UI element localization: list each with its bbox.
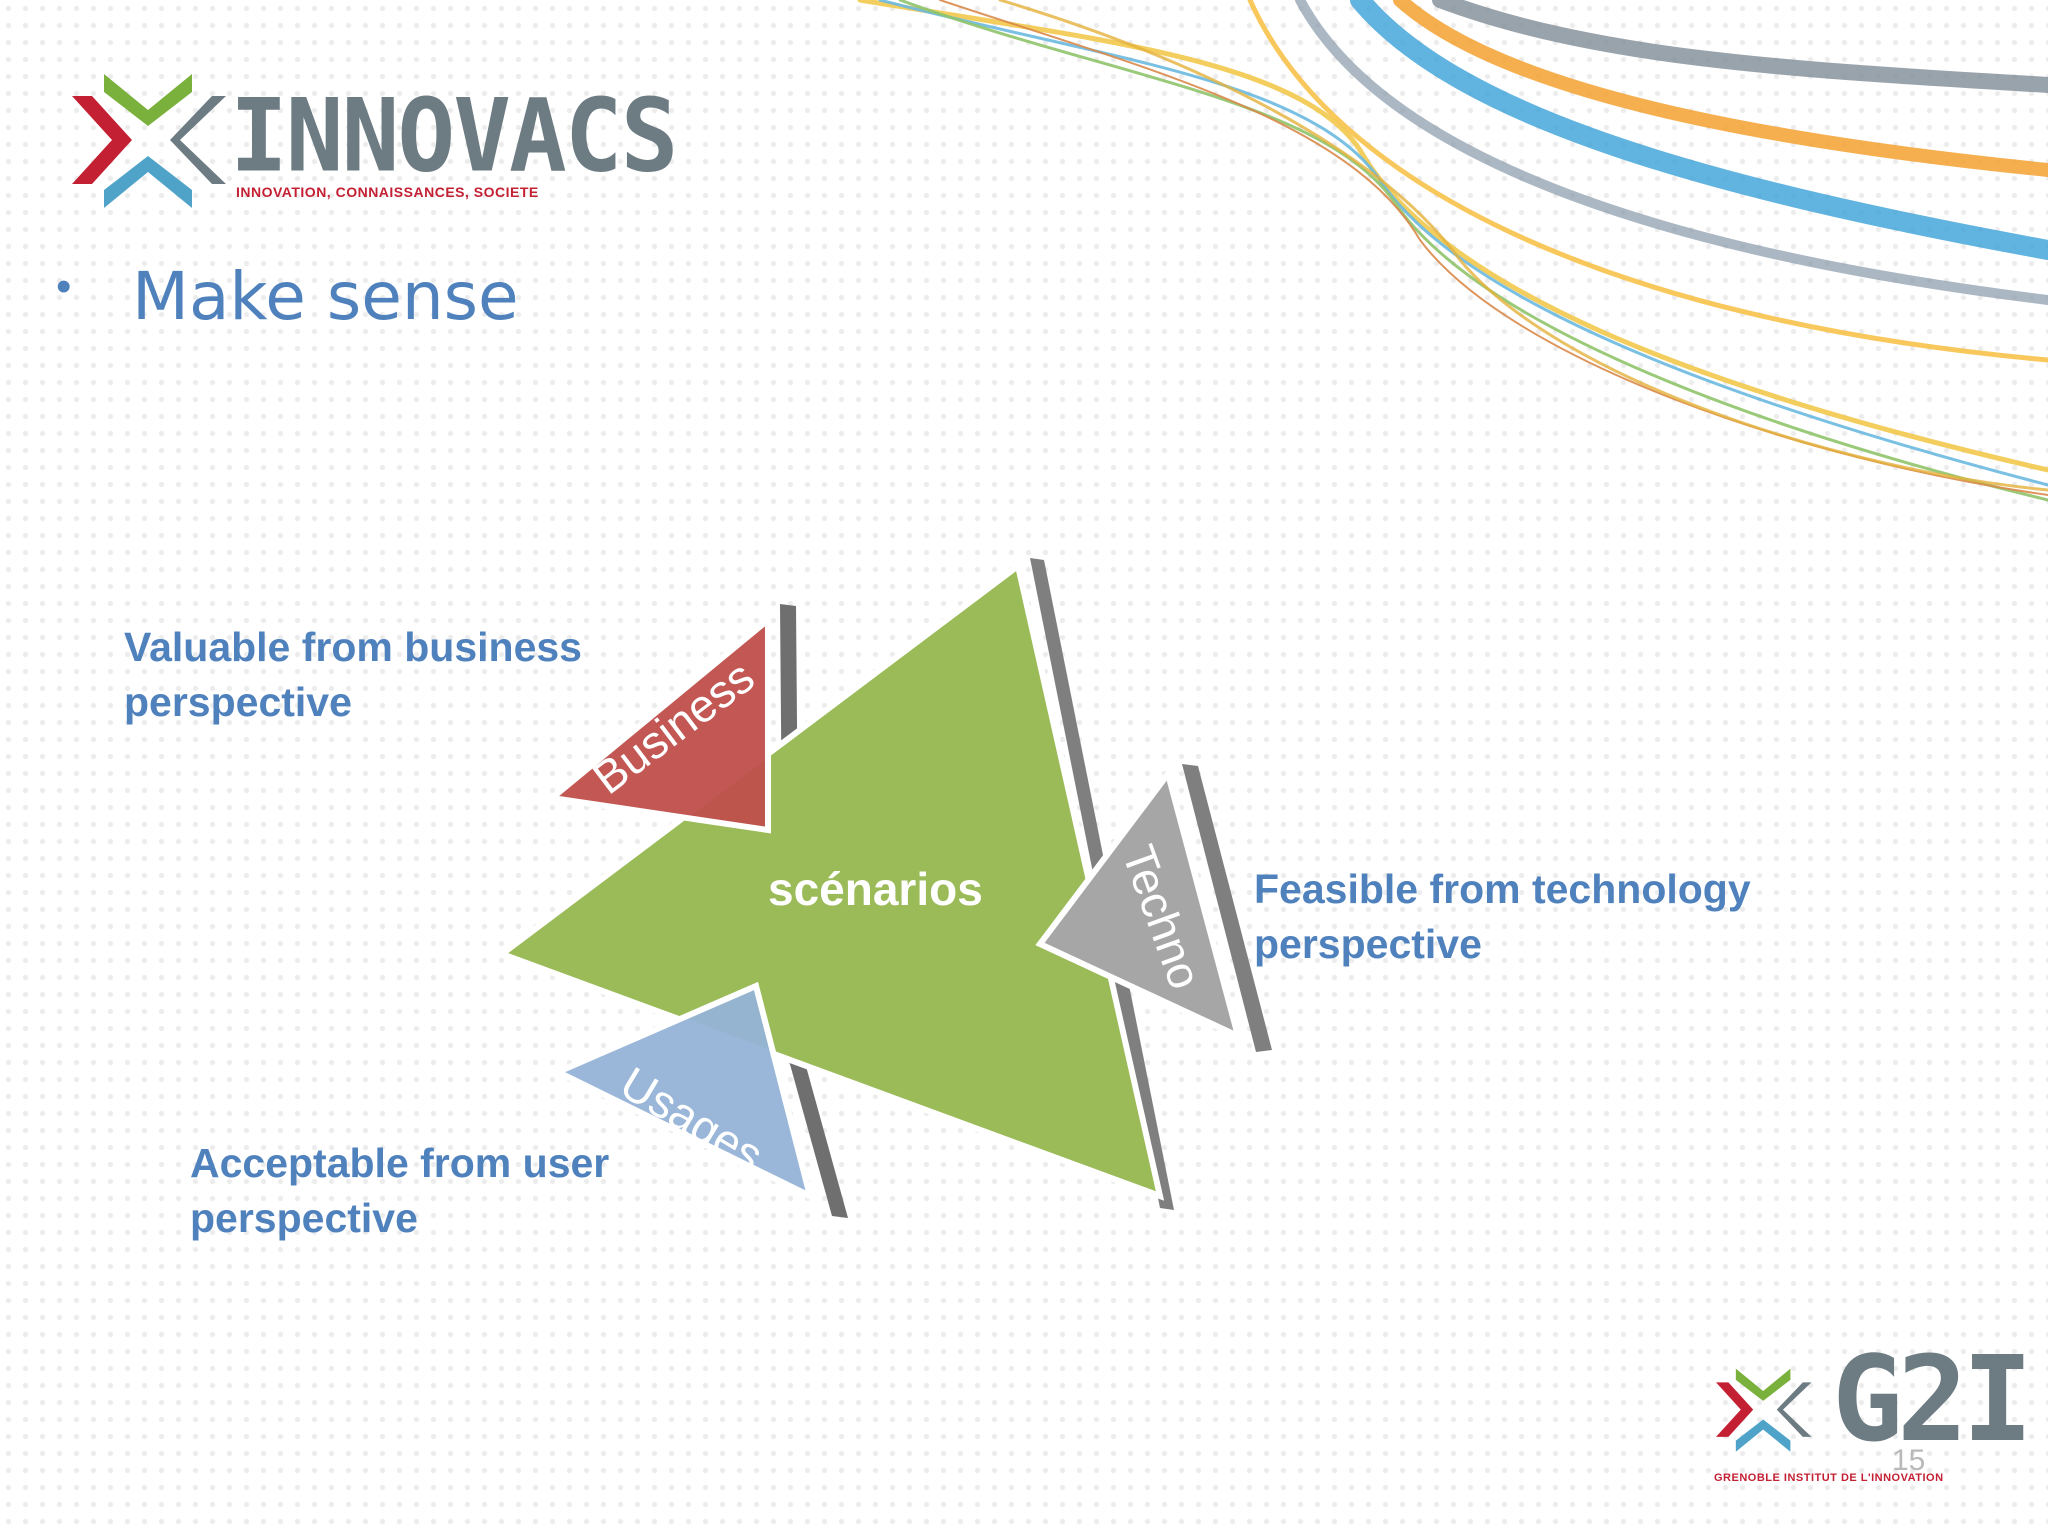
bullet-point: • (56, 262, 72, 311)
slide-heading: Make sense (132, 258, 519, 335)
g2i-wordmark: G2I (1832, 1330, 2033, 1468)
techno-caption: Feasible from technology perspective (1254, 862, 1751, 972)
techno-triangle (1035, 767, 1243, 1042)
innovacs-tagline: INNOVATION, CONNAISSANCES, SOCIETE (236, 184, 539, 200)
innovacs-wordmark: INNOVACS (230, 77, 678, 195)
page-number: 15 (1892, 1444, 1926, 1477)
business-caption-line-2: perspective (124, 679, 352, 725)
g2i-tagline: GRENOBLE INSTITUT DE L'INNOVATION (1714, 1472, 1944, 1484)
business-caption-line-1: Valuable from business (124, 624, 582, 670)
scenarios-label: scénarios (768, 863, 983, 915)
usages-triangle (550, 981, 815, 1202)
usages-caption: Acceptable from user perspective (190, 1136, 609, 1246)
business-caption: Valuable from business perspective (124, 620, 582, 730)
techno-caption-line-2: perspective (1254, 921, 1482, 967)
techno-edge-shadow (1182, 764, 1272, 1052)
usages-caption-line-2: perspective (190, 1195, 418, 1241)
techno-caption-line-1: Feasible from technology (1254, 866, 1751, 912)
innovacs-logo-mark (72, 74, 226, 208)
usages-caption-line-1: Acceptable from user (190, 1140, 610, 1186)
business-triangle (544, 613, 771, 834)
